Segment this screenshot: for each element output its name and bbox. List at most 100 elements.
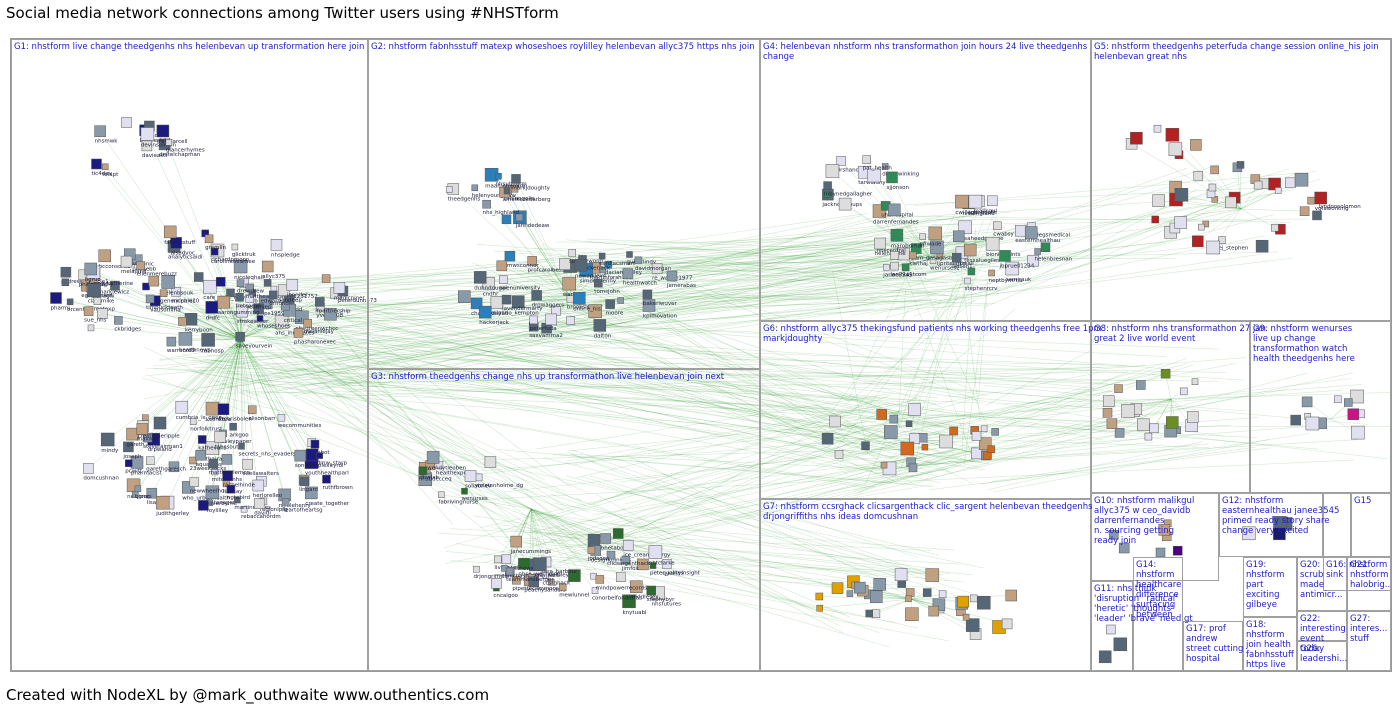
node-label: phasharonexec [294,339,336,345]
edge [192,359,904,390]
edge [515,178,572,300]
edge [570,350,934,473]
node-avatar [215,277,226,287]
edge [815,398,1127,438]
group-label-g5: helenbevan great nhs [1094,52,1187,62]
node-label: pam_gasagasbo [911,256,956,262]
node-avatar [1121,404,1135,418]
edge [831,309,910,413]
edge [984,385,1110,397]
network-node [1109,530,1119,540]
edge [483,462,985,569]
edge [605,447,957,541]
edge [227,338,242,476]
node-label: hbwall [956,261,974,267]
network-node [825,164,840,178]
edge [915,286,954,462]
group-label-g21: nhstform [1350,570,1388,580]
network-node [1193,171,1204,181]
group-label-g9: live up change [1253,334,1315,344]
network-node: martinreeves [234,496,271,511]
node-label: strokeattler [237,319,269,325]
group-label-g9: G9: nhstform wenurses [1253,324,1353,334]
group-label-g27: interes... [1350,624,1387,634]
edge [519,217,572,300]
network-node: nhsbdccceq [418,466,452,483]
node-avatar [161,275,175,289]
network-node: wecommunities [277,413,321,429]
network-node [1191,378,1199,385]
network-node: drewtwinking [881,163,919,178]
node-avatar [1160,368,1171,379]
node-label: tolapt [102,172,119,178]
node-avatar [479,305,492,319]
network-node: nfiwade [919,233,942,248]
node-avatar [1268,177,1281,191]
node-label: davidi [254,511,271,517]
network-node: judithgerley [155,495,190,517]
edge [932,257,1294,302]
node-label: malikgul [974,209,998,215]
edge [630,341,832,448]
edge [145,367,914,416]
node-label: helenbresnan [1035,257,1073,263]
edge [94,289,242,340]
edge [208,328,577,555]
node-avatar [458,290,471,303]
edge [957,164,1220,247]
node-label: pat_health [863,166,893,172]
edge [240,338,305,482]
node-avatar [865,609,873,618]
network-node [930,240,944,255]
edge [338,331,940,428]
node-avatar [438,491,445,498]
edge [904,357,1246,385]
network-node: stephenrcrv [964,277,998,292]
node-avatar [919,233,926,240]
edge [203,338,242,506]
network-node: kathevans [197,435,227,452]
network-node [1172,545,1183,556]
node-label: newwheelhouse [190,489,235,495]
group-label-g7: G7: nhstform ccsrghack clicsargenthack c… [763,502,1093,512]
edge [212,338,242,449]
node-avatar [968,194,983,209]
group-label-g26: G26: [1300,644,1320,654]
network-node [1274,187,1282,194]
edge [651,267,981,393]
network-node: pat_health [862,155,893,172]
node-avatar [1024,226,1038,239]
group-label-g20: antimicr... [1300,590,1342,600]
node-label: healthexpo [436,471,467,477]
group-label-g19: part [1246,580,1264,590]
node-label: arkgoo [230,432,250,438]
network-node: cardiacsmart [598,252,636,267]
node-avatar [846,590,854,597]
edge [194,316,584,504]
edge [501,265,572,300]
edge [240,309,290,340]
edge [836,424,1325,462]
network-node [1190,139,1202,151]
node-avatar [573,292,586,305]
edge [587,238,897,252]
edge [530,326,895,482]
edge [135,338,242,495]
edge [90,268,242,340]
edge [583,543,840,586]
nodes-layer: natalie01231752nhspledgeyvons408glicktru… [50,117,1365,664]
node-label: nfiwade [920,242,942,248]
group-label-g19: exciting [1246,590,1279,600]
network-node [1255,239,1269,253]
group-label-g15: G15 [1354,496,1371,506]
node-label: moore [606,311,624,317]
network-node [226,288,235,298]
network-node: tolapt [101,163,119,178]
node-label: duong_katherine [87,281,134,287]
edge [503,356,916,414]
node-avatar [816,604,823,612]
network-node: conorbelfonderfas [591,587,642,602]
node-label: vgfaworking [1315,206,1349,212]
node-label: drstelchapman [159,152,201,158]
network-node [1351,425,1365,440]
